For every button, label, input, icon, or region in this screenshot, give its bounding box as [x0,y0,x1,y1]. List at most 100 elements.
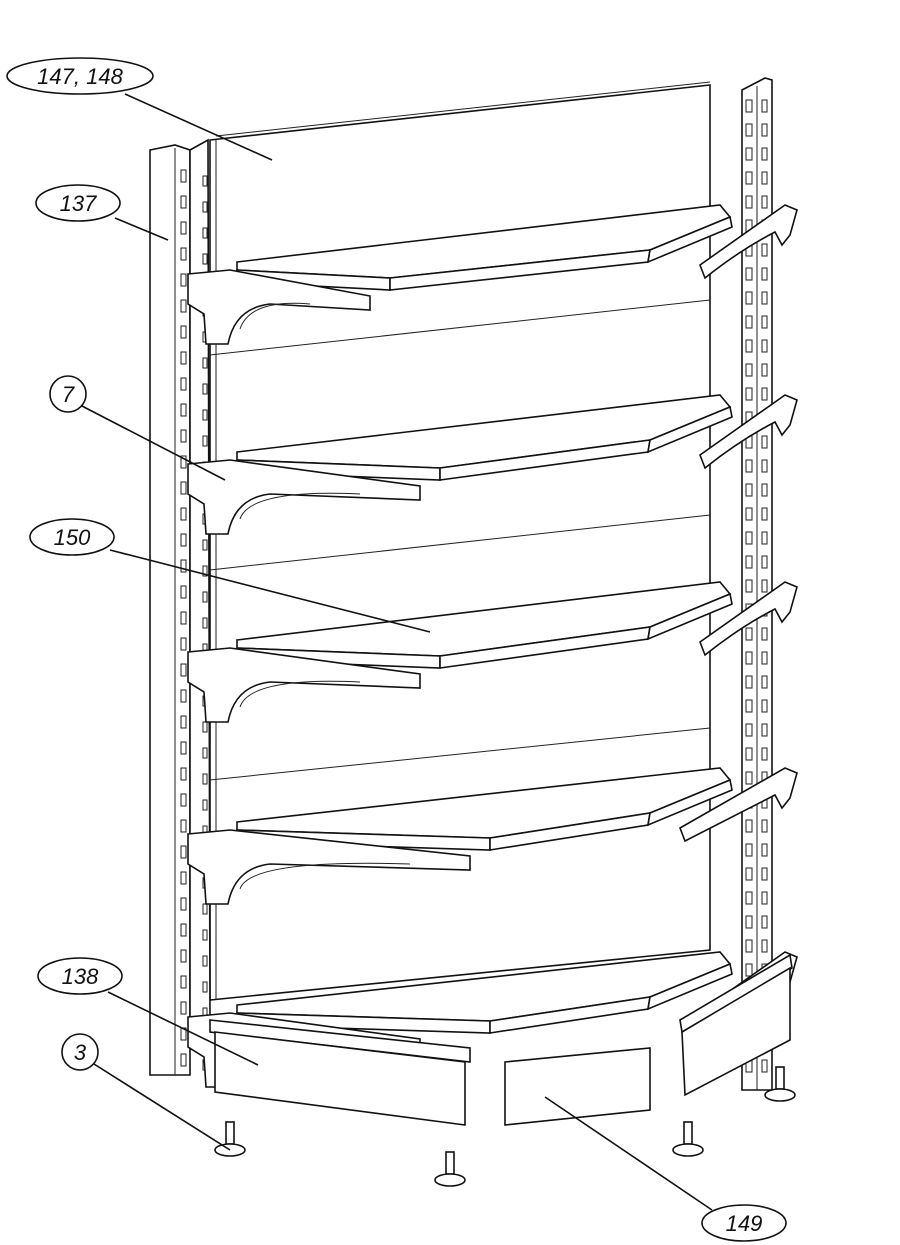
post-slot [761,579,768,593]
post-slot [761,891,768,905]
post-slot [745,507,753,521]
callout-3: 3 [61,1033,231,1151]
shelf-4 [187,767,798,905]
callout-label: 3 [74,1040,87,1065]
post-slot [745,99,753,113]
post-slot [202,591,208,603]
post-slot [180,429,187,443]
callout-137: 137 [35,184,169,241]
post-slot [761,747,768,761]
callout-label: 150 [54,525,91,550]
post-slot [761,171,768,185]
post-slot [180,793,187,807]
post-slot [745,747,753,761]
post-slot [180,715,187,729]
post-slot [202,383,208,395]
post-slot [180,1053,187,1067]
post-slot [761,531,768,545]
post-slot [745,459,753,473]
callout-bubble [49,375,87,413]
post-slot [745,339,753,353]
post-slot [745,315,753,329]
kick-plate-corner [504,1047,651,1126]
post-slot [180,403,187,417]
leader-line [114,217,169,241]
foot-stem [683,1121,693,1145]
foot-base [764,1088,796,1102]
post-slot [202,253,208,265]
callout-bubble [35,184,121,222]
post-slot [180,819,187,833]
post-slot [180,845,187,859]
post-slot [202,929,208,941]
adjustable-feet [214,1066,796,1187]
post-slot [745,123,753,137]
callout-bubble [701,1204,787,1242]
post-slot [745,891,753,905]
bracket-cutout [239,680,361,708]
post-slot [761,723,768,737]
leader-line [107,991,259,1066]
post-slot [180,897,187,911]
right-post-slots [745,99,768,1073]
post-slot [761,507,768,521]
post-slot [761,555,768,569]
post-slot [745,939,753,953]
post-slot [761,819,768,833]
post-slot [202,539,208,551]
post-slot [761,651,768,665]
shelves [187,204,798,1088]
post-slot [745,675,753,689]
left-shelf-bracket [187,459,421,535]
post-slot [180,1001,187,1015]
post-slot [202,747,208,759]
bracket-cutout [239,862,411,890]
right-upright-post [741,77,773,1091]
callout-label: 138 [62,964,99,989]
leader-line [124,93,273,161]
post-slot [202,955,208,967]
post-slot [180,221,187,235]
post-slot [761,387,768,401]
back-panel-slats [209,299,711,781]
post-slot [745,555,753,569]
leader-line [109,549,431,633]
foot [434,1151,466,1187]
post-slot [202,799,208,811]
post-slot [180,195,187,209]
post-slot [180,247,187,261]
post-slot [180,975,187,989]
foot-base [672,1143,704,1157]
post-slot [745,915,753,929]
callout-bubble [6,57,154,95]
post-slot [745,267,753,281]
post-slot [745,771,753,785]
post-slot [761,195,768,209]
post-slot [180,325,187,339]
left-shelf-bracket [187,829,471,905]
post-slot [180,741,187,755]
post-slot [180,507,187,521]
post-slot [761,459,768,473]
callout-bubble [37,957,123,995]
post-slot [745,843,753,857]
leader-line [544,1096,713,1211]
foot-stem [445,1151,455,1175]
foot-stem [775,1066,785,1090]
post-slot [202,773,208,785]
post-slot [761,243,768,257]
shelf-1 [187,204,798,345]
left-shelf-bracket [187,647,421,723]
post-slot [202,721,208,733]
post-slot [180,273,187,287]
right-shelf-bracket [699,394,798,470]
callout-7: 7 [49,375,226,481]
post-slot [745,171,753,185]
post-slot [180,455,187,469]
post-slot [180,533,187,547]
right-shelf-bracket [679,767,798,843]
callout-138: 138 [37,957,259,1066]
post-slot [745,867,753,881]
